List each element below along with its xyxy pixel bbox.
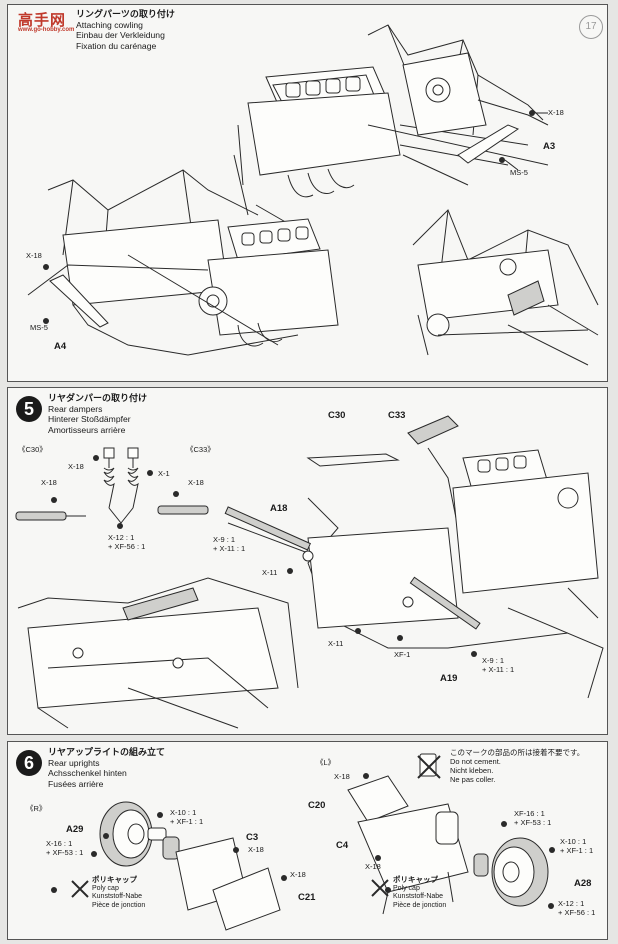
polycap-note: ポリキャップ Poly cap Kunststoff-Nabe Pièce de… xyxy=(92,875,146,909)
ratio-note: X-10 : 1 + XF-1 : 1 xyxy=(170,808,204,826)
engine-assembly-right xyxy=(412,209,599,366)
label-a19: A19 xyxy=(440,673,458,684)
ratio-note: X-10 : 1 + XF-1 : 1 xyxy=(560,837,594,855)
label-x18: X-18 xyxy=(248,845,264,854)
step-6-panel: 6 リヤアップライトの組み立て Rear uprights Achsschenk… xyxy=(7,741,608,940)
ratio-note: X-12 : 1 + XF-56 : 1 xyxy=(558,899,596,917)
step-5-title: リヤダンパーの取り付け Rear dampers Hinterer Stoßdä… xyxy=(48,393,148,435)
upright-assembly-left-side xyxy=(347,773,555,915)
step-4-title: リングパーツの取り付け Attaching cowling Einbau der… xyxy=(76,9,175,51)
group-label-c33: 《C33》 xyxy=(186,445,215,454)
step-number: 5 xyxy=(16,396,42,422)
label-x18: X-18 xyxy=(41,478,57,487)
ratio-note: X-9 : 1 + X-11 : 1 xyxy=(482,656,515,674)
ratio-note: XF-16 : 1 + XF-53 : 1 xyxy=(514,809,552,827)
label-a3: A3 xyxy=(543,141,556,152)
label-x11: X-11 xyxy=(262,568,278,577)
label-ms5: MS-5 xyxy=(30,323,48,332)
ratio-note: X-16 : 1 + XF-53 : 1 xyxy=(46,839,84,857)
step-5-panel: 5 リヤダンパーの取り付け Rear dampers Hinterer Stoß… xyxy=(7,387,608,735)
label-x18: X-18 xyxy=(68,462,84,471)
label-x18: X-18 xyxy=(365,862,381,871)
no-cement-note: このマークの部品の所は接着不要です。 Do not cement. Nicht … xyxy=(450,748,585,784)
label-a29: A29 xyxy=(66,824,84,835)
group-label-c30: 《C30》 xyxy=(18,445,47,454)
damper-parts-left xyxy=(15,447,209,529)
polycap-note: ポリキャップ Poly cap Kunststoff-Nabe Pièce de… xyxy=(393,875,447,909)
label-x18: X-18 xyxy=(26,251,42,260)
label-xf1: XF-1 xyxy=(394,650,411,659)
chassis-rear-main xyxy=(224,415,604,699)
step-4-panel: 高手网 www.go-hobby.com リングパーツの取り付け Attachi… xyxy=(7,4,608,382)
label-x1: X-1 xyxy=(158,469,170,478)
step-6-title: リヤアップライトの組み立て Rear uprights Achsschenkel… xyxy=(48,747,166,789)
step-4-diagram xyxy=(27,24,599,366)
label-c30: C30 xyxy=(328,410,346,421)
upright-assembly-right-side xyxy=(51,801,287,931)
step-number: 6 xyxy=(16,750,42,776)
label-ms5: MS-5 xyxy=(510,168,528,177)
watermark-logo: 高手网 www.go-hobby.com xyxy=(18,12,75,33)
no-cement-icon xyxy=(417,753,441,779)
step-6-diagram xyxy=(51,753,555,931)
label-c33: C33 xyxy=(388,410,406,421)
side-label-left: 《L》 xyxy=(316,758,336,767)
label-x18: X-18 xyxy=(188,478,204,487)
label-x18: X-18 xyxy=(334,772,350,781)
chassis-lower-left xyxy=(17,577,299,729)
label-x18: X-18 xyxy=(548,108,564,117)
label-a18: A18 xyxy=(270,503,288,514)
label-a4: A4 xyxy=(54,341,67,352)
engine-assembly-left xyxy=(27,169,339,356)
label-c20: C20 xyxy=(308,800,326,811)
part-a4-shape xyxy=(49,274,109,328)
label-a28: A28 xyxy=(574,878,592,889)
engine-assembly-top xyxy=(233,24,549,236)
side-label-right: 《R》 xyxy=(26,804,47,813)
label-c21: C21 xyxy=(298,892,316,903)
label-x18: X-18 xyxy=(290,870,306,879)
label-x11: X-11 xyxy=(328,639,344,648)
polycap-icon xyxy=(71,879,389,898)
ratio-note: X-12 : 1 + XF-56 : 1 xyxy=(108,533,146,551)
label-c3: C3 xyxy=(246,832,259,843)
part-a3-shape xyxy=(457,124,520,164)
ratio-note: X-9 : 1 + X-11 : 1 xyxy=(213,535,246,553)
label-c4: C4 xyxy=(336,840,349,851)
page-marker: 17 xyxy=(579,15,603,39)
step-5-diagram xyxy=(15,415,604,729)
